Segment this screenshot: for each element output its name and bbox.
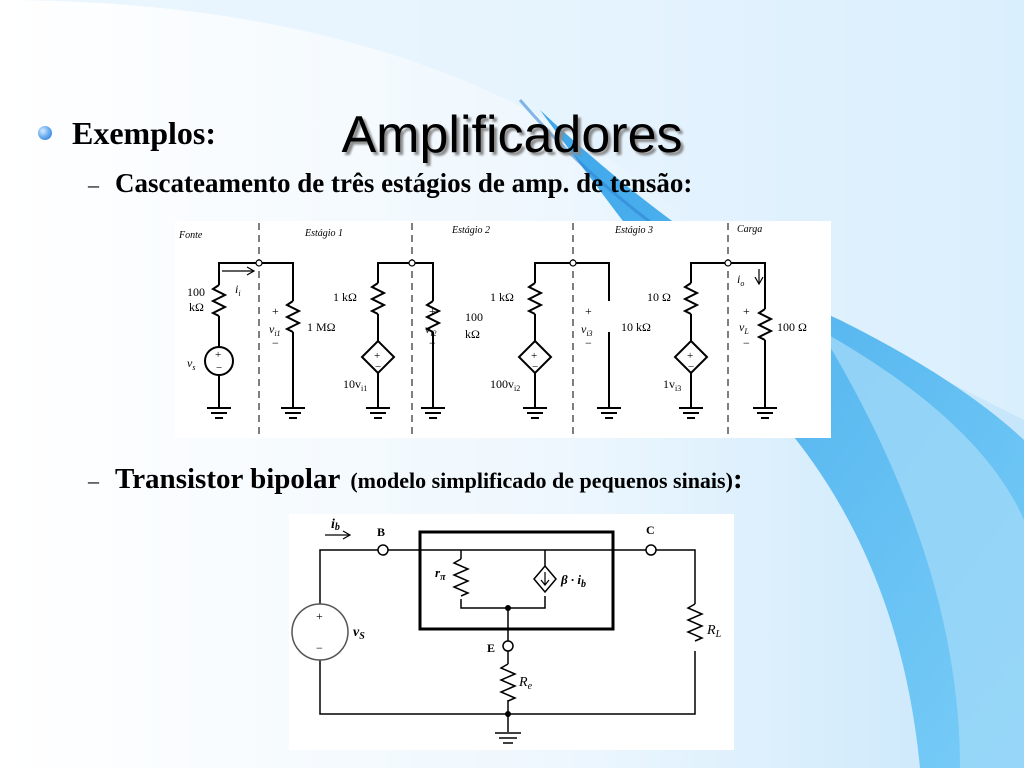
bullet-dot-icon <box>38 126 52 140</box>
load-voltage-sub: L <box>743 327 749 336</box>
subitem-detail: (modelo simplificado de pequenos sinais) <box>350 468 733 493</box>
svg-text:+: + <box>585 304 592 318</box>
stage1-input-voltage: v <box>269 322 275 336</box>
subitem-text: Cascateamento de três estágios de amp. d… <box>115 168 693 198</box>
load-resistor: 100 Ω <box>777 320 807 334</box>
svg-text:+: + <box>215 349 221 361</box>
svg-text:−: − <box>429 336 436 350</box>
stage3-input-resistor: 10 kΩ <box>621 320 651 334</box>
vs-plus: + <box>316 609 323 623</box>
ib-label: i <box>331 517 335 532</box>
stage1-input-sub: i1 <box>274 329 280 338</box>
stage2-input-resistor: 100 <box>465 310 483 324</box>
svg-text:−: − <box>272 336 279 350</box>
header-source: Fonte <box>178 230 203 241</box>
stage3-gain: 1v <box>663 377 675 391</box>
slide-title: Amplificadores <box>341 106 683 164</box>
dash-icon: – <box>88 468 99 493</box>
ib-sub: b <box>335 522 340 533</box>
source-resistor-unit: kΩ <box>189 300 204 314</box>
stage3-input-voltage: v <box>581 322 587 336</box>
svg-text:+: + <box>531 350 537 362</box>
stage1-gain-sub: i1 <box>361 384 367 393</box>
svg-text:io: io <box>737 272 744 288</box>
load-voltage: v <box>739 320 745 334</box>
svg-text:−: − <box>216 362 222 374</box>
stage3-gain-sub: i3 <box>675 384 681 393</box>
stage2-gain: 100v <box>490 377 514 391</box>
svg-text:vi2: vi2 <box>425 322 437 338</box>
svg-text:RL: RL <box>706 623 722 640</box>
svg-text:−: − <box>375 361 381 373</box>
svg-text:β · ib: β · ib <box>560 572 586 590</box>
svg-text:−: − <box>688 361 694 373</box>
svg-text:+: + <box>272 304 279 318</box>
svg-text:100vi2: 100vi2 <box>490 377 520 393</box>
node-e-label: E <box>487 641 495 655</box>
source-current-sub: i <box>238 289 240 298</box>
subitem-text: Transistor bipolar <box>115 463 341 495</box>
header-stage-1: Estágio 1 <box>304 228 343 239</box>
stage3-input-sub: i3 <box>586 329 592 338</box>
load-current: i <box>737 272 740 286</box>
bullet-examples: Exemplos: <box>38 113 216 153</box>
header-load: Carga <box>737 224 762 235</box>
stage1-input-resistor: 1 MΩ <box>307 320 336 334</box>
stage1-gain: 10v <box>343 377 361 391</box>
stage2-gain-sub: i2 <box>514 384 520 393</box>
svg-text:vi1: vi1 <box>269 322 281 338</box>
vs-label: v <box>353 625 360 640</box>
vs-minus: − <box>316 641 323 655</box>
source-voltage: v <box>187 356 193 370</box>
svg-text:+: + <box>743 304 750 318</box>
source-resistor-value: 100 <box>187 285 205 299</box>
stage2-input-voltage: v <box>425 322 431 336</box>
header-stage-2: Estágio 2 <box>451 225 490 236</box>
svg-text:ib: ib <box>331 517 340 533</box>
stage2-input-sub: i2 <box>430 329 436 338</box>
svg-text:rπ: rπ <box>435 565 446 583</box>
svg-text:−: − <box>585 336 592 350</box>
node-c-label: C <box>646 523 655 537</box>
header-stage-3: Estágio 3 <box>614 225 653 236</box>
svg-text:vS: vS <box>353 625 365 642</box>
rpi-label: r <box>435 565 441 580</box>
rl-sub: L <box>715 629 722 640</box>
svg-text:+: + <box>429 304 436 318</box>
load-current-sub: o <box>740 279 744 288</box>
svg-text:Re: Re <box>518 675 533 692</box>
subitem-colon: : <box>732 463 743 495</box>
cascade-amplifier-diagram: Fonte Estágio 1 Estágio 2 Estágio 3 Carg… <box>175 221 831 438</box>
rl-label: R <box>706 623 716 638</box>
bjt-small-signal-diagram: B C E ib rπ β · ib vS RL Re + − <box>289 514 734 750</box>
svg-text:1vi3: 1vi3 <box>663 377 681 393</box>
svg-text:10vi1: 10vi1 <box>343 377 367 393</box>
subitem-transistor: – Transistor bipolar (modelo simplificad… <box>88 463 743 496</box>
source-voltage-sub: s <box>192 363 195 372</box>
vs-sub: S <box>359 631 365 642</box>
beta-source-sub: b <box>581 579 586 590</box>
rpi-sub: π <box>440 572 446 583</box>
svg-text:vL: vL <box>739 320 749 336</box>
svg-text:ii: ii <box>235 282 241 298</box>
svg-text:−: − <box>532 361 538 373</box>
node-b-label: B <box>377 525 385 539</box>
svg-text:vi3: vi3 <box>581 322 593 338</box>
re-sub: e <box>528 681 533 692</box>
dash-icon: – <box>88 172 99 197</box>
svg-text:−: − <box>743 336 750 350</box>
beta-source-label: β · i <box>560 572 581 587</box>
source-current: i <box>235 282 238 296</box>
subitem-cascade: – Cascateamento de três estágios de amp.… <box>88 168 692 199</box>
bullet-text: Exemplos: <box>72 114 216 151</box>
stage1-output-resistor: 1 kΩ <box>333 290 357 304</box>
svg-text:+: + <box>687 350 693 362</box>
svg-text:vs: vs <box>187 356 195 372</box>
stage3-output-resistor: 10 Ω <box>647 290 671 304</box>
re-label: R <box>518 675 528 690</box>
stage2-input-resistor-unit: kΩ <box>465 327 480 341</box>
stage2-output-resistor: 1 kΩ <box>490 290 514 304</box>
svg-text:+: + <box>374 350 380 362</box>
